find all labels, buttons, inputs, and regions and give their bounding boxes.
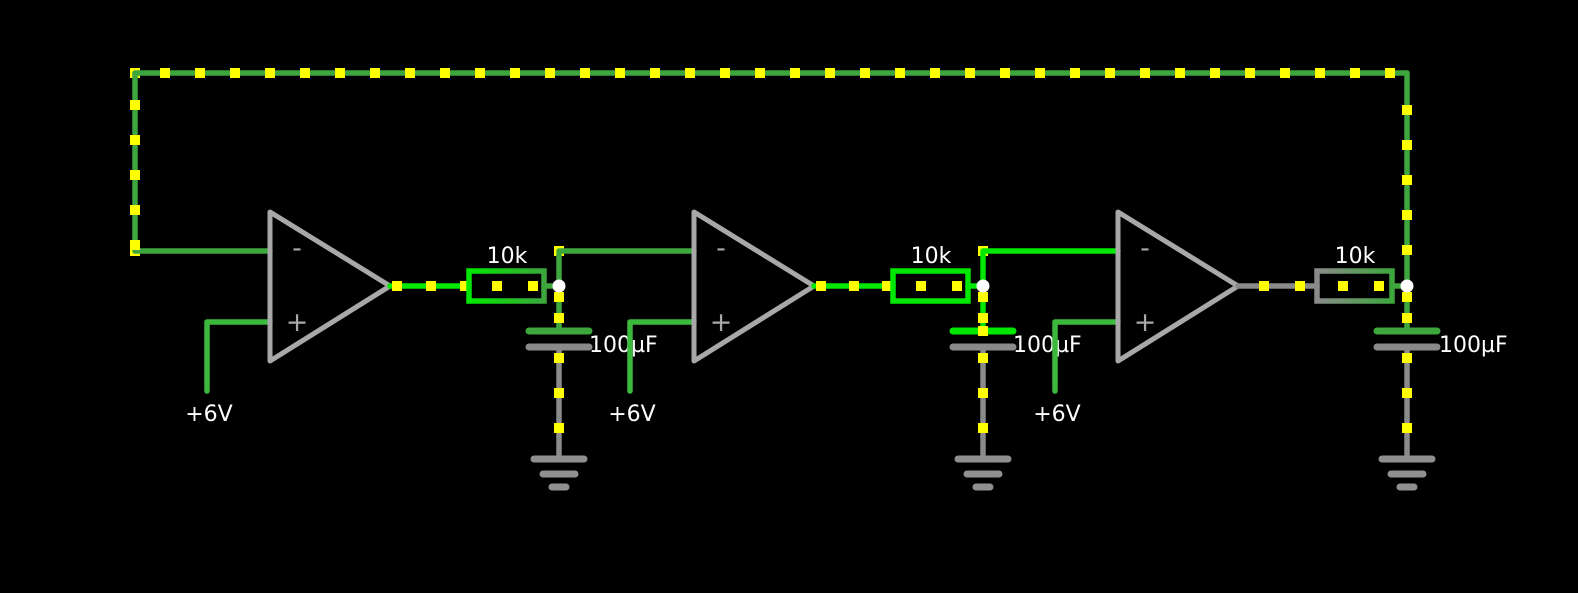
current-dot	[1402, 292, 1412, 302]
opamp-2-triangle[interactable]	[691, 209, 817, 364]
opamp-3-triangle[interactable]	[1115, 209, 1241, 364]
ground-2-symbol[interactable]	[954, 455, 1012, 491]
ground-1-symbol[interactable]	[530, 455, 588, 491]
opamp-1-noninverting-label: +	[286, 307, 309, 338]
current-dot	[978, 313, 988, 323]
current-dot	[978, 326, 988, 336]
capacitor-2-value[interactable]: 100µF	[1013, 333, 1082, 358]
capacitor-1-value[interactable]: 100µF	[589, 333, 658, 358]
capacitor-3-value[interactable]: 100µF	[1439, 333, 1508, 358]
resistor-1-value[interactable]: 10k	[487, 244, 528, 269]
opamp-1-triangle[interactable]	[267, 209, 393, 364]
current-dot	[1374, 281, 1384, 291]
current-dot	[492, 281, 502, 291]
junction-dot-3[interactable]	[1400, 279, 1414, 293]
stage-1: +6V - + 10k 100µF	[185, 209, 697, 491]
current-dot	[554, 292, 564, 302]
supply-3-label[interactable]: +6V	[1033, 402, 1080, 427]
resistor-3-value[interactable]: 10k	[1335, 244, 1376, 269]
opamp-3-noninverting-label: +	[1134, 307, 1157, 338]
current-dot	[1338, 281, 1348, 291]
ground-3-symbol[interactable]	[1378, 455, 1436, 491]
coupling-wire-1-2[interactable]	[556, 248, 697, 289]
current-dot	[978, 292, 988, 302]
stage-3: +6V - + 10k 100µF	[1033, 209, 1508, 491]
feedback-net	[130, 68, 1412, 289]
coupling-wire-2-3[interactable]	[980, 248, 1121, 289]
supply-wire-2[interactable]	[627, 319, 697, 394]
opamp-3-inverting-label: -	[1140, 233, 1150, 264]
junction-dot-1[interactable]	[552, 279, 566, 293]
current-dot	[916, 281, 926, 291]
supply-wire-3[interactable]	[1052, 319, 1121, 394]
opamp-1-inverting-label: -	[292, 233, 302, 264]
current-dot	[1402, 313, 1412, 323]
opamp-2-noninverting-label: +	[710, 307, 733, 338]
current-dot	[952, 281, 962, 291]
opamp-2-inverting-label: -	[716, 233, 726, 264]
current-dot	[528, 281, 538, 291]
junction-dot-2[interactable]	[976, 279, 990, 293]
supply-1-label[interactable]: +6V	[185, 402, 232, 427]
resistor-2-value[interactable]: 10k	[911, 244, 952, 269]
stage-2: +6V - + 10k 100µF	[608, 209, 1121, 491]
supply-wire-1[interactable]	[204, 319, 273, 394]
current-dot	[554, 313, 564, 323]
feedback-wire[interactable]	[132, 70, 1410, 254]
supply-2-label[interactable]: +6V	[608, 402, 655, 427]
